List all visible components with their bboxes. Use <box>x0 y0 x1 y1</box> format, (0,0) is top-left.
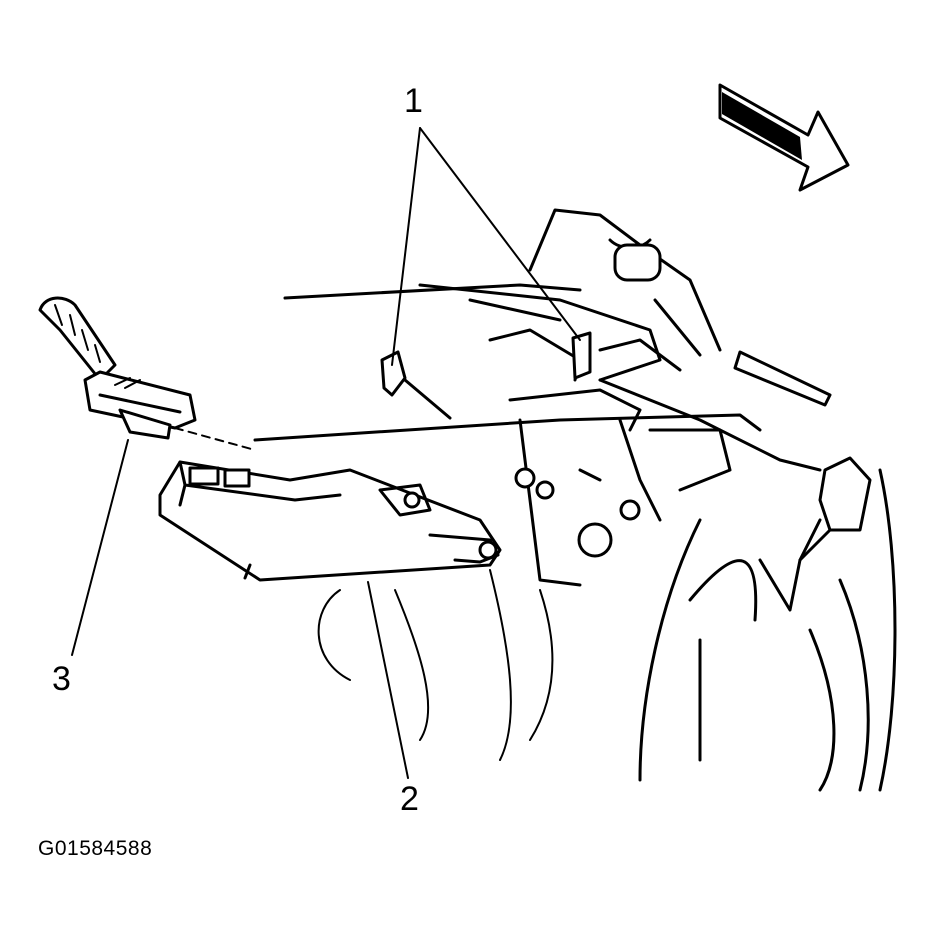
leader-lines <box>71 127 581 779</box>
mounting-bracket <box>253 378 762 587</box>
wiring-connector <box>38 296 197 440</box>
retainer-clips <box>380 331 592 397</box>
alignment-guide <box>174 427 256 451</box>
figure-id: G01584588 <box>38 837 153 860</box>
dash-structure <box>283 208 832 472</box>
callout-2: 2 <box>400 780 419 818</box>
pedal-assembly <box>638 456 897 792</box>
direction-arrow-icon <box>718 83 850 192</box>
callout-3: 3 <box>52 660 71 698</box>
callout-1: 1 <box>404 82 423 120</box>
column-outline <box>317 569 554 761</box>
control-module <box>158 460 502 582</box>
